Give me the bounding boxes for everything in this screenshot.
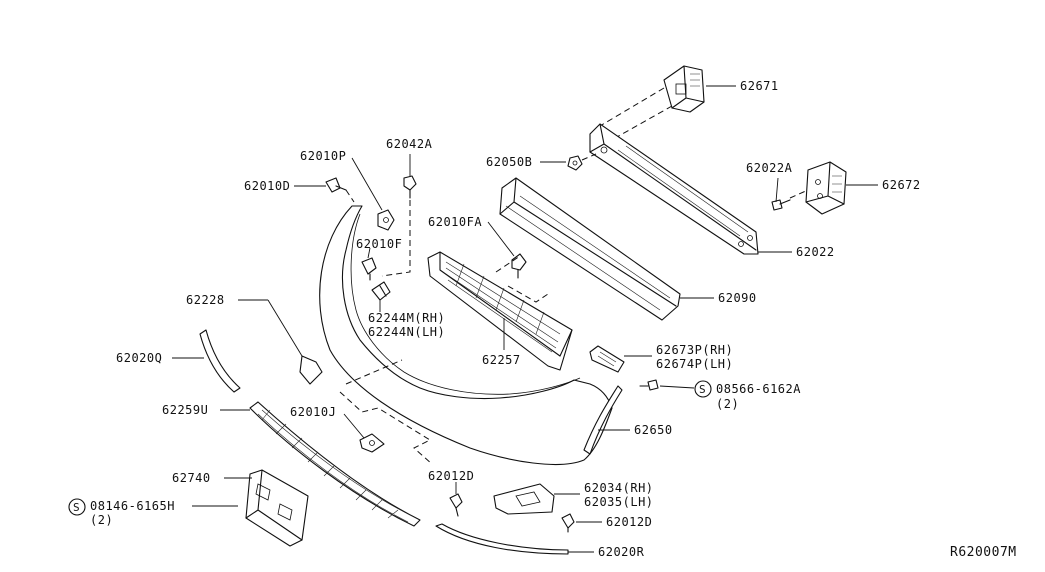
label-62671: 62671 xyxy=(740,79,779,93)
part-62090-absorber xyxy=(499,177,681,321)
part-62740-plate-bracket xyxy=(245,469,309,547)
label-62012D-a: 62012D xyxy=(428,469,474,483)
part-62050B-nut xyxy=(567,153,597,171)
label-62244M: 62244M(RH) xyxy=(368,311,445,325)
label-62259U: 62259U xyxy=(162,403,208,417)
label-62228: 62228 xyxy=(186,293,225,307)
part-62671-bracket xyxy=(599,65,705,143)
label-62050B: 62050B xyxy=(486,155,532,169)
part-62228-trim xyxy=(299,355,323,385)
part-62244-bracket xyxy=(371,281,391,301)
part-62034-fog-cover xyxy=(493,483,555,515)
label-62010J: 62010J xyxy=(290,405,336,419)
part-62042A-bolt xyxy=(381,175,417,277)
svg-text:S: S xyxy=(699,383,706,396)
label-62034: 62034(RH) xyxy=(584,481,654,495)
label-62022: 62022 xyxy=(796,245,835,259)
label-62740: 62740 xyxy=(172,471,211,485)
label-08566-6162A: 08566-6162A xyxy=(716,382,801,396)
part-62010F-clip xyxy=(361,257,377,281)
part-62010P-clip xyxy=(377,209,395,231)
diagram-id: R620007M xyxy=(950,545,1017,560)
label-62042A: 62042A xyxy=(386,137,433,151)
label-62673P: 62673P(RH) xyxy=(656,343,733,357)
part-bumper-fascia xyxy=(319,205,613,465)
label-62090: 62090 xyxy=(718,291,757,305)
label-62674P: 62674P(LH) xyxy=(656,357,733,371)
label-62010FA: 62010FA xyxy=(428,215,482,229)
part-08566-screw xyxy=(639,379,659,391)
screw-symbol-08566: S xyxy=(694,380,712,398)
screw-symbol-08146: S xyxy=(68,498,86,516)
part-62010FA-clip xyxy=(511,253,527,279)
part-62020R-molding xyxy=(435,523,569,555)
part-62022-armature xyxy=(589,123,759,255)
label-08566-qty: (2) xyxy=(716,397,739,411)
part-62012D-clip-b xyxy=(561,513,575,533)
label-62035: 62035(LH) xyxy=(584,495,654,509)
label-08146-qty: (2) xyxy=(90,513,113,527)
part-62012D-clip-a xyxy=(449,493,463,517)
label-62650: 62650 xyxy=(634,423,673,437)
part-62020Q-molding xyxy=(199,329,241,393)
part-62257-grille xyxy=(427,251,573,371)
part-62022A-bolt xyxy=(771,199,791,211)
part-62673P-bracket xyxy=(589,345,625,373)
part-62259U-mesh-grille xyxy=(249,401,421,527)
label-62020R: 62020R xyxy=(598,545,645,559)
label-08146-6165H: 08146-6165H xyxy=(90,499,175,513)
svg-text:S: S xyxy=(73,501,80,514)
part-62672-bracket xyxy=(789,161,847,215)
part-62650-strip xyxy=(583,385,623,455)
label-62010D: 62010D xyxy=(244,179,290,193)
label-62672: 62672 xyxy=(882,178,921,192)
part-62010J-clip xyxy=(359,433,385,453)
label-62244N: 62244N(LH) xyxy=(368,325,445,339)
label-62020Q: 62020Q xyxy=(116,351,162,365)
label-62022A: 62022A xyxy=(746,161,793,175)
label-62012D-b: 62012D xyxy=(606,515,652,529)
label-62010P: 62010P xyxy=(300,149,346,163)
label-62010F: 62010F xyxy=(356,237,402,251)
label-62257: 62257 xyxy=(482,353,521,367)
part-62010D-clip xyxy=(325,177,355,203)
